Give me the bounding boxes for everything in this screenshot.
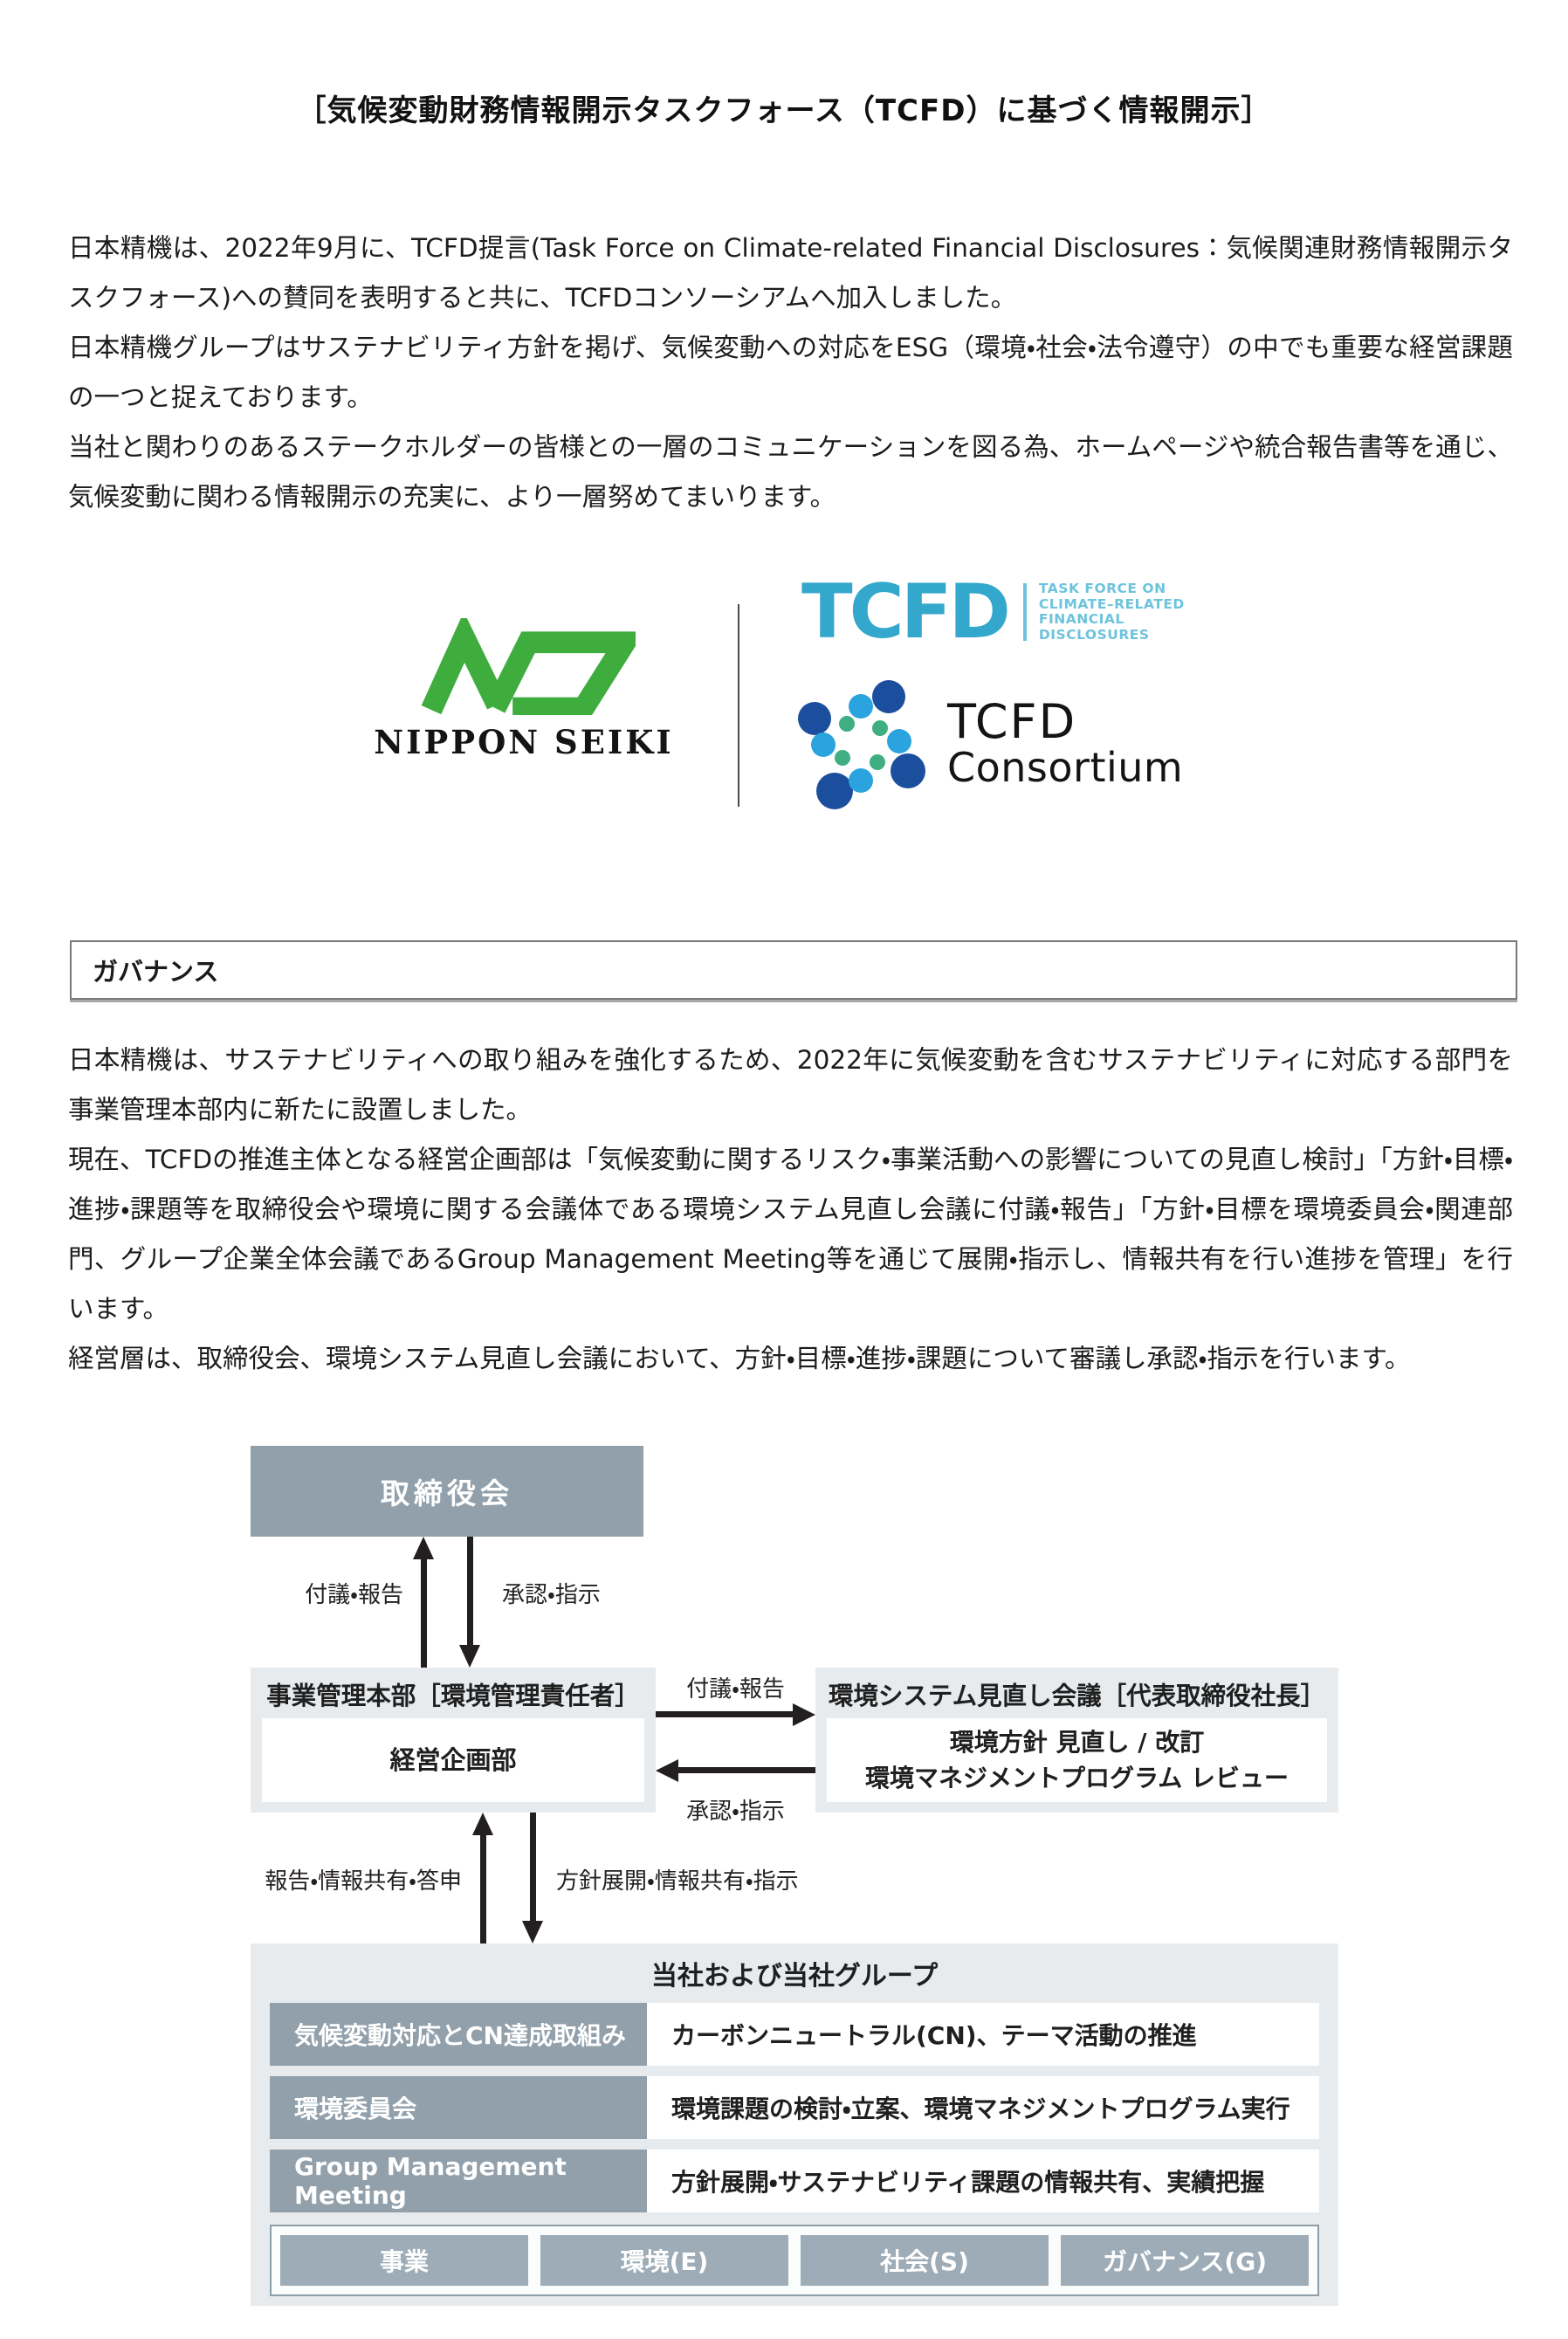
- label-submit-report-2: 付議・報告: [686, 1676, 785, 1703]
- group-row-climate-label: 気候変動対応とCN達成取組み: [270, 2003, 647, 2066]
- company-group-panel: 当社および当社グループ 気候変動対応とCN達成取組み カーボンニュートラル(CN…: [251, 1943, 1338, 2306]
- tcfd-tagline-line: FINANCIAL: [1038, 611, 1124, 627]
- label-submit-report-1: 付議・報告: [305, 1582, 403, 1608]
- env-system-review-header: 環境システム見直し会議［代表取締役社長］: [828, 1681, 1326, 1710]
- tcfd-consortium-line2: Consortium: [947, 744, 1184, 791]
- tcfd-consortium-text: TCFD Consortium: [947, 694, 1184, 791]
- governance-paragraphs: 日本精機は、サステナビリティへの取り組みを強化するため、2022年に気候変動を含…: [68, 1035, 1513, 1384]
- label-policy-deploy: 方針展開・情報共有・指示: [556, 1868, 799, 1895]
- group-row-gmm-desc: 方針展開・サステナビリティ課題の情報共有、実績把握: [647, 2150, 1319, 2212]
- arrow-right-to-review-icon: [656, 1703, 815, 1726]
- pillar-environment: 環境(E): [540, 2235, 788, 2286]
- esg-pillar-band: 事業 環境(E) 社会(S) ガバナンス(G): [270, 2225, 1319, 2296]
- tcfd-logo-tagline: TASK FORCE ON CLIMATE–RELATED FINANCIAL …: [1039, 581, 1185, 643]
- tcfd-logo-bar: [1022, 583, 1027, 641]
- tcfd-tagline-line: CLIMATE–RELATED: [1038, 595, 1185, 612]
- page-title: ［気候変動財務情報開示タスクフォース（TCFD）に基づく情報開示］: [296, 93, 1272, 128]
- business-management-panel: 事業管理本部［環境管理責任者］ 経営企画部: [251, 1668, 656, 1813]
- intro-paragraph-3: 当社と関わりのあるステークホルダーの皆様との一層のコミュニケーションを図る為、ホ…: [68, 432, 1513, 512]
- business-management-header: 事業管理本部［環境管理責任者］: [266, 1681, 640, 1710]
- group-row-env-committee-desc: 環境課題の検討・立案、環境マネジメントプログラム実行: [647, 2076, 1319, 2139]
- company-group-title: 当社および当社グループ: [650, 1961, 939, 1992]
- governance-paragraph-2: 現在、TCFDの推進主体となる経営企画部は「気候変動に関するリスク・事業活動への…: [68, 1145, 1513, 1324]
- board-of-directors-box: 取締役会: [251, 1446, 643, 1537]
- arrow-up-to-planning-icon: [472, 1813, 493, 1943]
- arrow-up-to-board-icon: [413, 1537, 434, 1668]
- tcfd-tagline-line: DISCLOSURES: [1038, 626, 1150, 643]
- group-row-gmm-label: Group Management Meeting: [270, 2150, 647, 2212]
- nippon-seiki-logo-text: NIPPON SEIKI: [374, 723, 674, 761]
- pillar-social: 社会(S): [801, 2235, 1049, 2286]
- label-approve-instruct-2: 承認・指示: [686, 1799, 785, 1825]
- governance-section-heading: ガバナンス: [70, 940, 1517, 1000]
- tcfd-consortium-line1: TCFD: [947, 694, 1077, 749]
- group-row-climate-desc: カーボンニュートラル(CN)、テーマ活動の推進: [647, 2003, 1319, 2066]
- nippon-seiki-logo-icon: [421, 618, 636, 715]
- group-row-gmm: Group Management Meeting 方針展開・サステナビリティ課題…: [270, 2150, 1319, 2212]
- group-row-climate: 気候変動対応とCN達成取組み カーボンニュートラル(CN)、テーマ活動の推進: [270, 2003, 1319, 2066]
- intro-paragraphs: 日本精機は、2022年9月に、TCFD提言(Task Force on Clim…: [68, 224, 1513, 522]
- arrow-down-from-board-icon: [459, 1537, 480, 1668]
- arrow-left-from-review-icon: [656, 1758, 815, 1782]
- intro-paragraph-2: 日本精機グループはサステナビリティ方針を掲げ、気候変動への対応をESG（環境・社…: [68, 333, 1513, 412]
- logo-divider: [738, 604, 739, 807]
- tcfd-logo-acronym: TCFD: [801, 568, 1011, 656]
- intro-paragraph-1: 日本精機は、2022年9月に、TCFD提言(Task Force on Clim…: [68, 233, 1513, 313]
- label-report-share-reply: 報告・情報共有・答申: [265, 1868, 462, 1895]
- pillar-governance: ガバナンス(G): [1061, 2235, 1309, 2286]
- governance-paragraph-1: 日本精機は、サステナビリティへの取り組みを強化するため、2022年に気候変動を含…: [68, 1045, 1513, 1125]
- tcfd-logo: TCFD TASK FORCE ON CLIMATE–RELATED FINAN…: [801, 568, 1185, 656]
- pillar-business: 事業: [280, 2235, 528, 2286]
- env-system-review-panel: 環境システム見直し会議［代表取締役社長］ 環境方針 見直し / 改訂 環境マネジ…: [815, 1668, 1338, 1813]
- label-approve-instruct-1: 承認・指示: [502, 1582, 601, 1608]
- env-policy-review-line1: 環境方針 見直し / 改訂: [949, 1728, 1205, 1757]
- tcfd-consortium-dots-icon: [798, 680, 925, 809]
- arrow-down-to-group-icon: [522, 1813, 543, 1943]
- tcfd-consortium-logo: TCFD Consortium: [797, 678, 1183, 810]
- env-policy-review-line2: 環境マネジメントプログラム レビュー: [865, 1764, 1289, 1792]
- governance-paragraph-3: 経営層は、取締役会、環境システム見直し会議において、方針・目標・進捗・課題につい…: [68, 1344, 1411, 1373]
- group-row-env-committee-label: 環境委員会: [270, 2076, 647, 2139]
- env-policy-review-box: 環境方針 見直し / 改訂 環境マネジメントプログラム レビュー: [827, 1718, 1327, 1802]
- group-row-env-committee: 環境委員会 環境課題の検討・立案、環境マネジメントプログラム実行: [270, 2076, 1319, 2139]
- corporate-planning-box: 経営企画部: [262, 1718, 644, 1802]
- tcfd-tagline-line: TASK FORCE ON: [1038, 581, 1166, 596]
- governance-structure-diagram: 取締役会 付議・報告 承認・指示 事業管理本部［環境管理責任者］ 経営企画部 環…: [251, 1446, 1338, 2310]
